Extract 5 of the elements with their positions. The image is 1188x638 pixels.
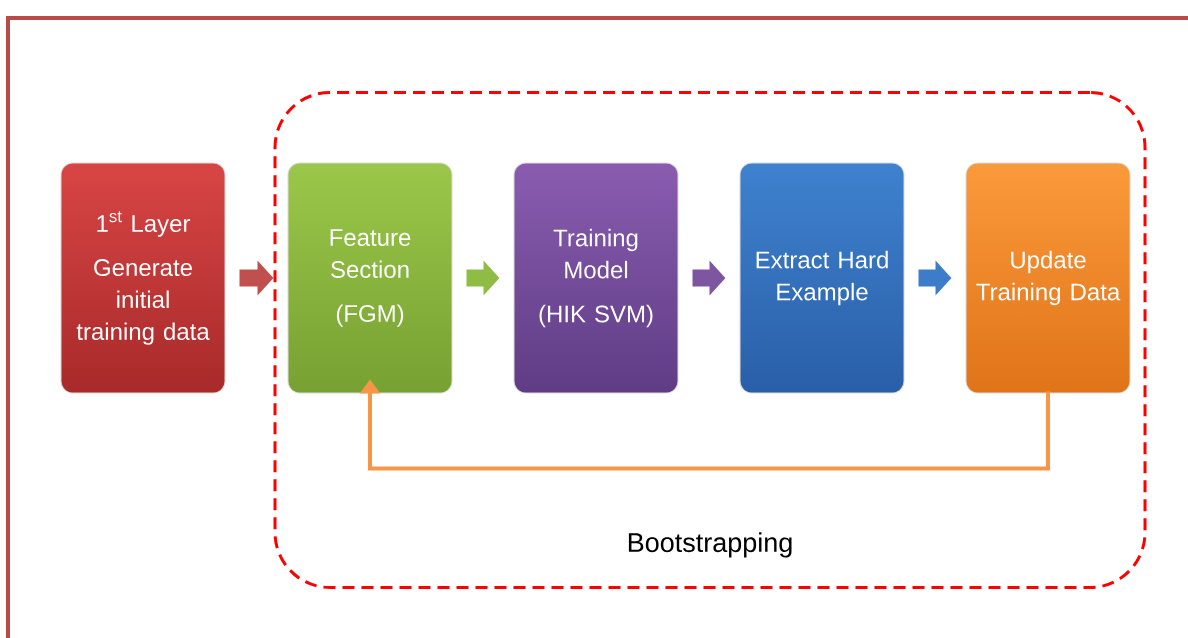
process-box: Training Model (HIK SVM)	[513, 162, 679, 394]
process-box: Extract Hard Example	[739, 162, 905, 394]
process-box: Feature Section (FGM)	[287, 162, 453, 394]
process-box: $\text{1}^{\text{st}}\text{ Layer}$ Generate initial training data	[60, 162, 226, 394]
process-box: Update Training Data	[965, 162, 1131, 394]
